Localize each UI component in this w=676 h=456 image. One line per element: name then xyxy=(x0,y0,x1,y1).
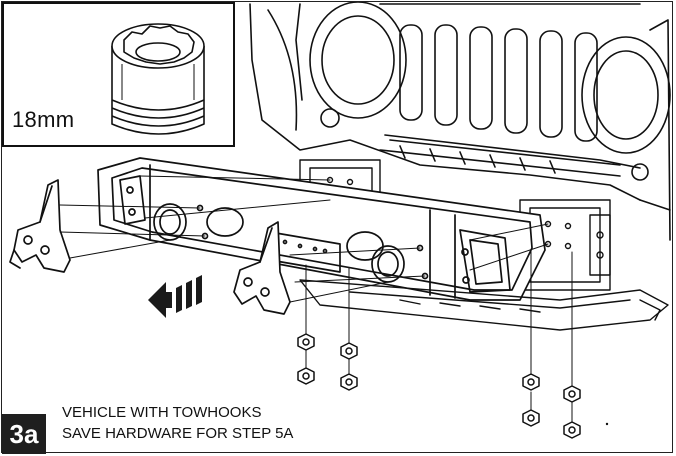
stray-mark xyxy=(605,422,609,426)
hex-nut xyxy=(340,373,358,391)
front-bumper xyxy=(97,157,546,301)
hex-nut xyxy=(297,367,315,385)
hex-nut xyxy=(563,385,581,403)
hex-nut xyxy=(563,421,581,439)
vehicle-grille xyxy=(249,1,671,241)
tool-inset: 18mm xyxy=(2,2,235,147)
socket-size-label: 18mm xyxy=(12,107,75,132)
hex-nut xyxy=(297,333,315,351)
tow-hook-left xyxy=(9,179,71,273)
skid-plate xyxy=(299,279,669,331)
explode-lines xyxy=(59,175,573,425)
step-note: VEHICLE WITH TOWHOOKS SAVE HARDWARE FOR … xyxy=(62,402,293,444)
direction-arrow-icon xyxy=(148,275,202,318)
hex-nut xyxy=(522,409,540,427)
hex-nut xyxy=(340,342,358,360)
step-badge: 3a xyxy=(2,414,46,454)
note-line-1: VEHICLE WITH TOWHOOKS xyxy=(62,404,262,421)
hex-nuts xyxy=(297,333,581,439)
tow-hook-right xyxy=(233,221,291,315)
socket-icon xyxy=(111,23,205,135)
hex-nut xyxy=(522,373,540,391)
note-line-2: SAVE HARDWARE FOR STEP 5A xyxy=(62,425,294,442)
